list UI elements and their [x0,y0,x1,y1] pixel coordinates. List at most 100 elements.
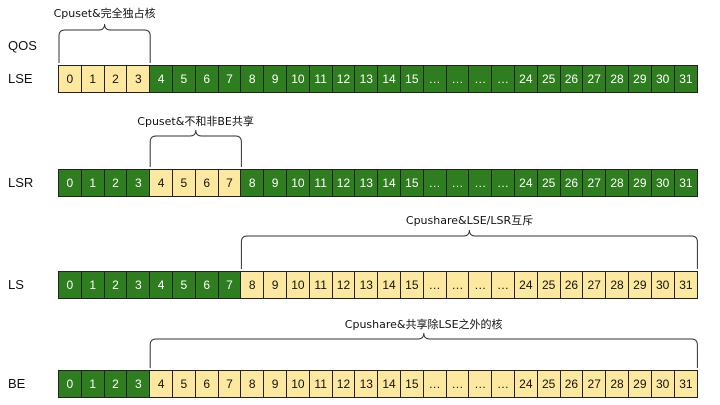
cpu-core-cell: 31 [674,66,698,92]
row-label-be: BE [8,376,26,391]
cpu-core-cell: 24 [514,371,538,397]
cpu-core-cell: 30 [651,371,675,397]
cpu-core-cell: 13 [355,66,379,92]
cpu-core-cell: 12 [332,170,356,196]
cpu-core-cell: … [446,371,470,397]
cpu-core-cell: 9 [264,170,287,196]
cpu-core-cell: 7 [218,66,242,92]
cpu-core-cell: 14 [378,272,401,298]
cpu-core-cell: 4 [150,170,173,196]
cpu-core-cell: 5 [172,66,196,92]
cpu-core-cell: 10 [286,371,310,397]
row-label-lse: LSE [8,71,33,86]
row-label-ls: LS [8,277,24,292]
cpu-core-cell: 2 [104,272,128,298]
cpu-core-cell: 3 [127,66,151,92]
cpu-core-cell: … [492,371,515,397]
cpu-core-cell: 2 [104,170,128,196]
annotation-ls: Cpushare&LSE/LSR互斥 [405,214,534,227]
cpu-core-cell: 11 [309,170,333,196]
cpu-core-cell: 5 [172,371,196,397]
cpu-core-cell: 6 [195,272,219,298]
cpu-core-cell: 28 [606,371,629,397]
cpu-core-cell: 3 [127,272,151,298]
cpu-core-cell: 13 [355,371,379,397]
cpu-core-cell: 31 [674,272,698,298]
cpu-core-cell: 24 [514,272,538,298]
row-label-lsr: LSR [8,175,34,190]
cpu-core-cell: 1 [81,170,105,196]
cpu-core-cell: 30 [651,66,675,92]
cpu-core-cell: 27 [583,66,607,92]
cpu-core-cell: 4 [150,371,173,397]
cpu-core-cell: 1 [81,272,105,298]
cpu-core-cell: 29 [628,371,652,397]
cpu-core-cell: 4 [150,272,173,298]
cpu-core-cell: 11 [309,66,333,92]
cpu-core-cell: 1 [81,371,105,397]
cpu-core-cell: 12 [332,371,356,397]
cpu-core-cell: 29 [628,66,652,92]
cpu-core-cell: 26 [560,66,584,92]
cpu-core-cell: 10 [286,170,310,196]
cpu-core-cell: 0 [59,170,82,196]
cpu-core-cell: 9 [264,371,287,397]
cpu-core-cell: 24 [514,66,538,92]
cpu-core-cell: 3 [127,170,151,196]
cpu-core-cell: 6 [195,66,219,92]
cpu-core-cell: 12 [332,272,356,298]
cpu-core-cell: … [469,66,493,92]
cpu-core-cell: … [446,170,470,196]
cpu-core-cell: 7 [218,170,242,196]
cpu-core-cell: 3 [127,371,151,397]
cpu-core-cell: 2 [104,371,128,397]
cpu-core-cell: 25 [537,371,561,397]
cpu-core-cell: 0 [59,371,82,397]
cpu-core-cell: 28 [606,272,629,298]
cpu-core-cell: … [423,66,447,92]
cpu-core-cell: 13 [355,272,379,298]
cpu-core-cell: 15 [400,272,424,298]
cpu-core-cell: 10 [286,272,310,298]
brace-ls [240,229,698,269]
cpu-core-cell: 27 [583,170,607,196]
cpu-core-cell: 25 [537,170,561,196]
cpu-core-cell: 27 [583,371,607,397]
cpu-core-cell: 7 [218,272,242,298]
cpu-core-cell: … [492,170,515,196]
cpu-core-cell: 0 [59,66,82,92]
cpu-core-cell: 27 [583,272,607,298]
cpu-core-cell: 30 [651,170,675,196]
cpu-core-cell: 28 [606,170,629,196]
cpu-core-cell: … [469,272,493,298]
cpu-core-cell: … [469,170,493,196]
cpu-core-cell: … [492,66,515,92]
cpu-core-cell: 2 [104,66,128,92]
cpu-core-cell: 0 [59,272,82,298]
cpu-core-cell: 31 [674,170,698,196]
cpu-core-cell: 10 [286,66,310,92]
brace-lsr [149,129,242,167]
brace-lse [58,23,151,63]
cpu-core-cell: 8 [241,371,265,397]
cpu-core-cell: 29 [628,272,652,298]
cpu-core-cell: 25 [537,66,561,92]
cpu-core-cell: 14 [378,371,401,397]
cpu-core-cell: … [446,66,470,92]
cpu-core-cell: 1 [81,66,105,92]
cpu-core-cell: 6 [195,170,219,196]
cpu-core-cell: 15 [400,371,424,397]
cpu-core-cell: 13 [355,170,379,196]
cpu-core-cell: 30 [651,272,675,298]
brace-be [149,332,698,368]
cpu-core-cell: 7 [218,371,242,397]
cpu-core-cell: 15 [400,66,424,92]
cpu-core-cell: … [423,170,447,196]
cpu-core-cell: 26 [560,272,584,298]
cpu-core-cell: 29 [628,170,652,196]
cpu-core-cell: 6 [195,371,219,397]
